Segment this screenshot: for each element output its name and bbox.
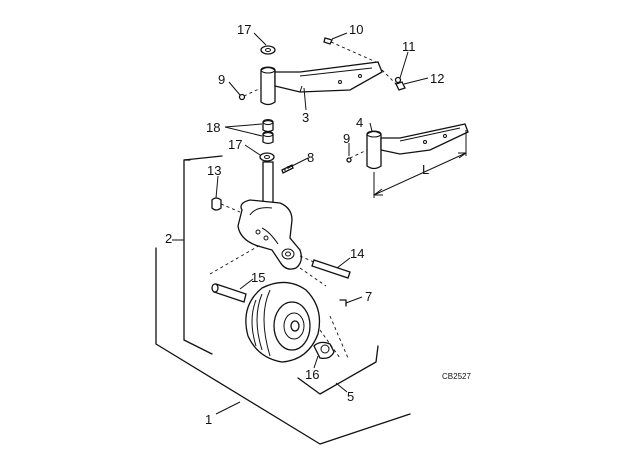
callout-16: 16 [305,367,319,382]
callout-L: L [422,162,429,177]
callout-12: 12 [430,71,444,86]
callout-18: 18 [206,120,220,135]
callout-11: 11 [402,39,416,54]
spacers-18 [259,119,294,174]
callout-5: 5 [347,389,354,404]
callout-9-right: 9 [343,131,350,146]
group-bracket-5 [297,345,379,395]
callout-13: 13 [207,163,221,178]
group-bracket-1 [155,247,411,445]
figure-code: CB2527 [442,372,471,381]
leader-lines [172,32,429,415]
callout-7: 7 [365,289,372,304]
callout-3: 3 [302,110,309,125]
callout-15: 15 [251,270,265,285]
arm-assembly-alt [346,123,469,198]
callout-9-top: 9 [218,72,225,87]
callout-10: 10 [349,22,363,37]
group-bracket-2 [183,155,223,355]
callout-4: 4 [356,115,363,130]
wheel-7 [245,281,349,363]
callout-14: 14 [350,246,364,261]
callout-17-lower: 17 [228,137,242,152]
callout-8: 8 [307,150,314,165]
callout-1: 1 [205,412,212,427]
arm-assembly-3 [238,37,406,106]
callout-2: 2 [165,231,172,246]
callout-17-top: 17 [237,22,251,37]
fork-assembly-2 [209,161,351,303]
group-bracket-7 [339,299,347,307]
